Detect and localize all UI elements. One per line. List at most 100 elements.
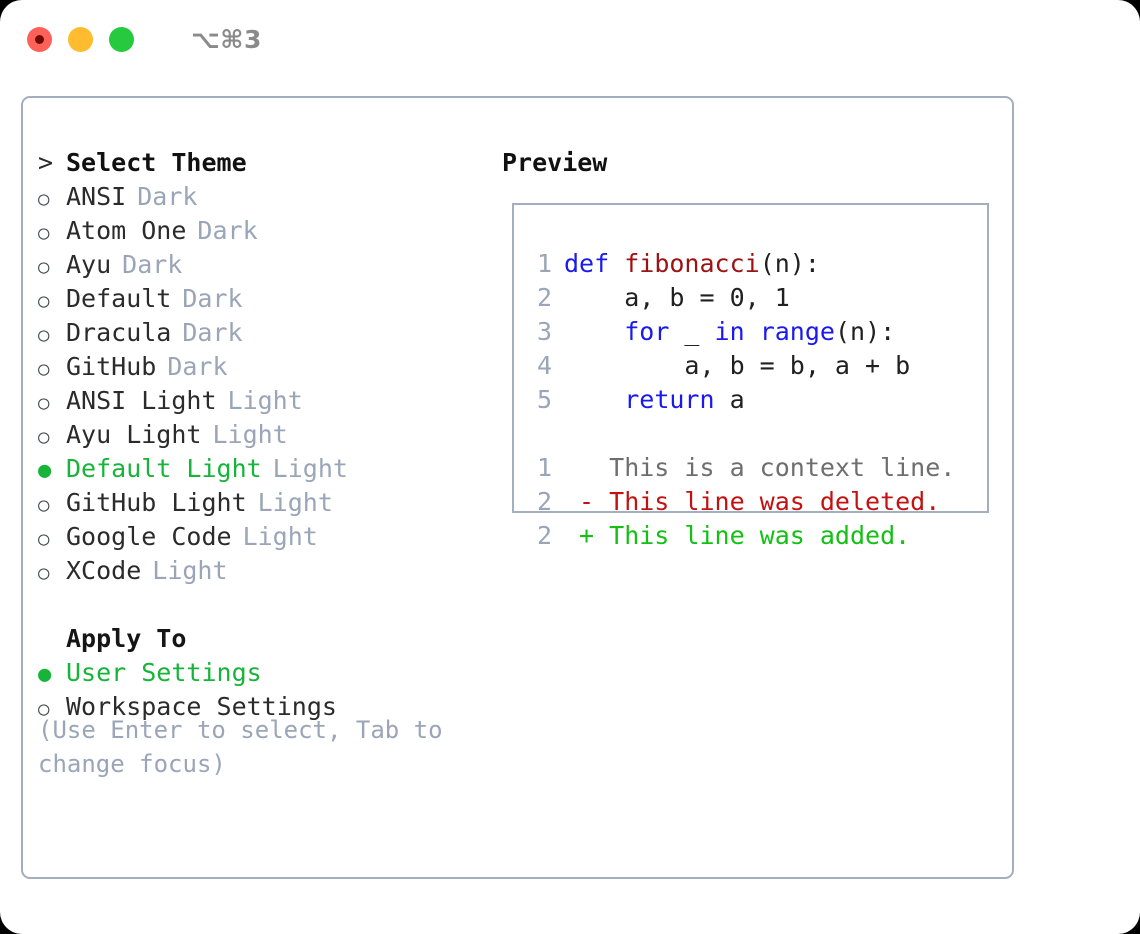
- code-token: [609, 249, 624, 278]
- theme-item-variant-tag: Light: [152, 556, 228, 585]
- theme-item-label: Dracula: [66, 318, 172, 347]
- code-token: def: [564, 249, 610, 278]
- line-number: 2: [536, 521, 552, 550]
- radio-unselected-icon[interactable]: ○: [38, 528, 50, 550]
- radio-unselected-icon[interactable]: ○: [38, 494, 50, 516]
- radio-unselected-icon[interactable]: ○: [38, 324, 50, 346]
- apply-to-title: Apply To: [66, 624, 187, 653]
- code-token: [745, 317, 760, 346]
- radio-unselected-icon[interactable]: ○: [38, 698, 50, 720]
- theme-list-item[interactable]: ○ Atom One Dark: [38, 214, 478, 248]
- radio-unselected-icon[interactable]: ○: [38, 256, 50, 278]
- theme-list-item[interactable]: ○ Ayu Light Light: [38, 418, 478, 452]
- theme-list-item[interactable]: ○ GitHub Dark: [38, 350, 478, 384]
- close-button[interactable]: [27, 26, 52, 52]
- theme-item-variant-tag: Dark: [182, 318, 243, 347]
- maximize-button[interactable]: [109, 26, 134, 52]
- preview-column: Preview: [502, 146, 997, 180]
- radio-unselected-icon[interactable]: ○: [38, 290, 50, 312]
- theme-item-label: Google Code: [66, 522, 232, 551]
- theme-item-label: Default: [66, 284, 172, 313]
- radio-unselected-icon[interactable]: ○: [38, 392, 50, 414]
- theme-list-item[interactable]: ○ GitHub Light Light: [38, 486, 478, 520]
- line-number: 2: [536, 283, 552, 312]
- code-token: - This line was deleted.: [564, 487, 941, 516]
- theme-list-item[interactable]: ○ ANSI Dark: [38, 180, 478, 214]
- theme-item-label: XCode: [66, 556, 142, 585]
- theme-item-variant-tag: Light: [212, 420, 288, 449]
- code-token: (n):: [834, 317, 896, 346]
- theme-item-label: ANSI Light: [66, 386, 217, 415]
- keyboard-hint-text: (Use Enter to select, Tab to change focu…: [38, 716, 443, 778]
- theme-item-variant-tag: Dark: [137, 182, 198, 211]
- theme-item-label: GitHub: [66, 352, 157, 381]
- radio-selected-icon[interactable]: ●: [38, 662, 52, 687]
- code-token: _: [669, 317, 715, 346]
- theme-item-variant-tag: Light: [242, 522, 318, 551]
- radio-selected-icon[interactable]: ●: [38, 458, 52, 483]
- theme-item-variant-tag: Light: [257, 488, 333, 517]
- theme-item-variant-tag: Light: [272, 454, 348, 483]
- code-line: 5 return a: [526, 383, 981, 417]
- theme-list-header-label: Select Theme: [66, 148, 247, 177]
- line-number: 5: [536, 385, 552, 414]
- diff-line: 2 - This line was deleted.: [526, 485, 981, 519]
- apply-to-option[interactable]: ● User Settings: [38, 656, 478, 690]
- line-number: 1: [536, 453, 552, 482]
- code-token: [564, 317, 624, 346]
- keyboard-shortcut-label: ⌥⌘3: [191, 24, 262, 54]
- theme-item-variant-tag: Dark: [182, 284, 243, 313]
- theme-item-label: Atom One: [66, 216, 187, 245]
- line-number: 4: [536, 351, 552, 380]
- radio-unselected-icon[interactable]: ○: [38, 188, 50, 210]
- code-token: in: [714, 317, 745, 346]
- theme-list-item[interactable]: ● Default Light Light: [38, 452, 478, 486]
- theme-list-item[interactable]: ○ Google Code Light: [38, 520, 478, 554]
- theme-list-item[interactable]: ○ XCode Light: [38, 554, 478, 588]
- theme-item-label: Default Light: [66, 454, 262, 483]
- theme-item-label: ANSI: [66, 182, 127, 211]
- line-number: 2: [536, 487, 552, 516]
- apply-to-list: ● User Settings ○ Workspace Settings: [38, 656, 478, 724]
- apply-to-option-label: Workspace Settings: [66, 692, 337, 721]
- code-token: [564, 385, 624, 414]
- code-token: + This line was added.: [564, 521, 911, 550]
- code-token: fibonacci: [624, 249, 760, 278]
- radio-unselected-icon[interactable]: ○: [38, 358, 50, 380]
- apply-to-option-label: User Settings: [66, 658, 262, 687]
- diff-line: 2 + This line was added.: [526, 519, 981, 553]
- code-token: range: [759, 317, 835, 346]
- radio-unselected-icon[interactable]: ○: [38, 426, 50, 448]
- code-token: return: [624, 385, 715, 414]
- list-spacer: [38, 588, 478, 622]
- apply-to-header: Apply To: [38, 622, 478, 656]
- code-token: (n):: [759, 249, 820, 278]
- window-titlebar: ⌥⌘3: [0, 0, 1140, 78]
- theme-item-variant-tag: Dark: [167, 352, 228, 381]
- radio-unselected-icon[interactable]: ○: [38, 562, 50, 584]
- code-token: This is a context line.: [564, 453, 956, 482]
- theme-list-item[interactable]: ○ Dracula Dark: [38, 316, 478, 350]
- line-number: 3: [536, 317, 552, 346]
- minimize-button[interactable]: [68, 26, 93, 52]
- theme-list-item[interactable]: ○ ANSI Light Light: [38, 384, 478, 418]
- theme-item-variant-tag: Dark: [197, 216, 258, 245]
- theme-item-variant-tag: Light: [227, 386, 303, 415]
- apply-to-option[interactable]: ○ Workspace Settings: [38, 690, 478, 724]
- theme-list-item[interactable]: ○ Default Dark: [38, 282, 478, 316]
- theme-item-label: Ayu: [66, 250, 112, 279]
- code-token: a, b = 0, 1: [564, 283, 790, 312]
- diff-sample: 1 This is a context line. 2 - This line w…: [526, 451, 981, 553]
- code-line: 4 a, b = b, a + b: [526, 349, 981, 383]
- code-token: a, b = b, a + b: [564, 351, 911, 380]
- theme-item-label: Ayu Light: [66, 420, 202, 449]
- code-line: 3 for _ in range(n):: [526, 315, 981, 349]
- radio-unselected-icon[interactable]: ○: [38, 222, 50, 244]
- theme-item-label: GitHub Light: [66, 488, 247, 517]
